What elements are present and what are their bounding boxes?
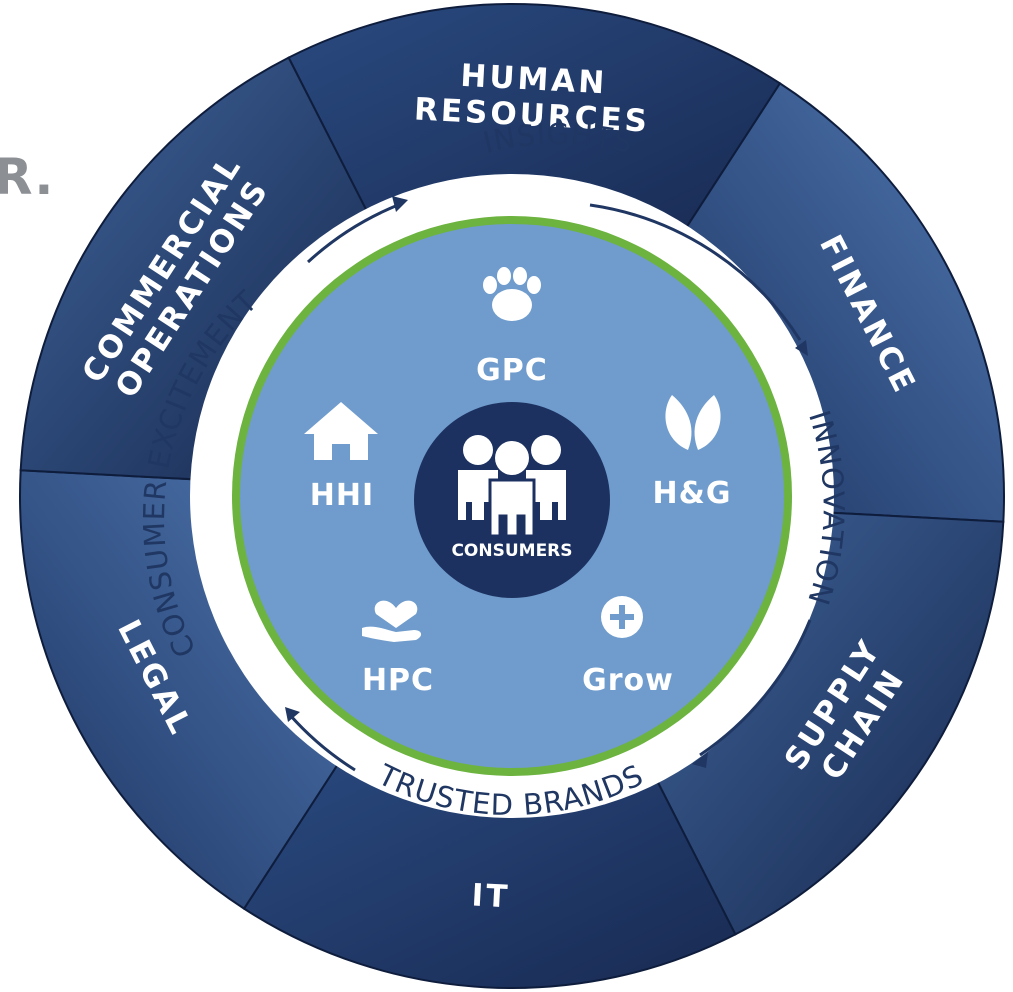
function-segments: HUMANRESOURCESFINANCESUPPLYCHAINITLEGALC…: [19, 3, 1005, 989]
business-hg: H&G: [653, 476, 732, 511]
consumers-label: CONSUMERS: [451, 541, 572, 561]
business-hpc: HPC: [362, 663, 434, 698]
house-icon: [304, 402, 378, 460]
segment-label-line: IT: [471, 877, 512, 915]
segment-label-line: HUMAN: [460, 58, 609, 102]
people-icon: [458, 435, 566, 538]
segment-label-it: IT: [471, 877, 512, 915]
leaf-icon: [665, 395, 721, 450]
business-grow: Grow: [582, 663, 674, 698]
business-gpc: GPC: [476, 353, 548, 388]
heart-hand-icon: [362, 600, 422, 642]
corner-text: R.: [0, 148, 55, 206]
arrow-heads: [285, 196, 808, 768]
business-hhi: HHI: [310, 478, 374, 513]
paw-icon: [483, 267, 541, 321]
cycle-arrows: [288, 203, 812, 772]
plus-circle-icon: [601, 596, 643, 638]
